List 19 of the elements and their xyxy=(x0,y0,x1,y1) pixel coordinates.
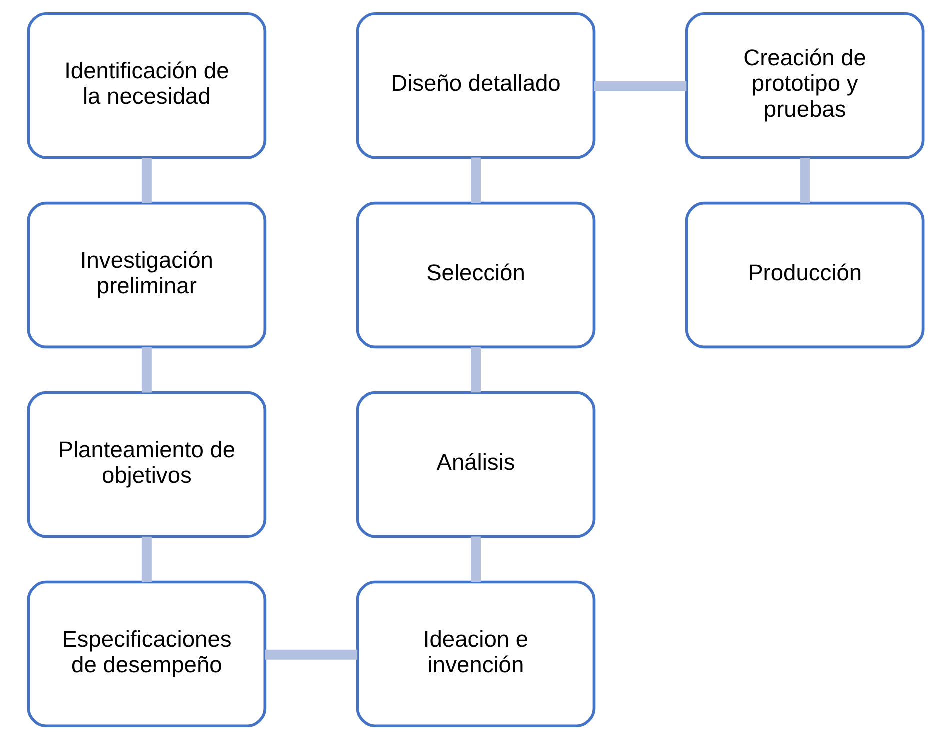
node-box: Producción xyxy=(685,202,925,349)
node-box: Planteamiento de objetivos xyxy=(27,391,267,538)
node-box: Diseño detallado xyxy=(356,12,596,160)
connector xyxy=(265,650,358,660)
connector xyxy=(142,536,152,582)
connector xyxy=(800,158,810,204)
node-box: Ideacion e invención xyxy=(356,580,596,728)
connector xyxy=(142,158,152,204)
connector xyxy=(142,347,152,393)
connector xyxy=(594,82,687,92)
node-box: Análisis xyxy=(356,391,596,538)
node-box: Creación de prototipo y pruebas xyxy=(685,12,925,160)
connector xyxy=(471,347,481,393)
node-box: Identificación de la necesidad xyxy=(27,12,267,160)
node-box: Investigación preliminar xyxy=(27,202,267,349)
connector xyxy=(471,158,481,204)
node-box: Selección xyxy=(356,202,596,349)
connector xyxy=(471,536,481,582)
node-box: Especificaciones de desempeño xyxy=(27,580,267,728)
